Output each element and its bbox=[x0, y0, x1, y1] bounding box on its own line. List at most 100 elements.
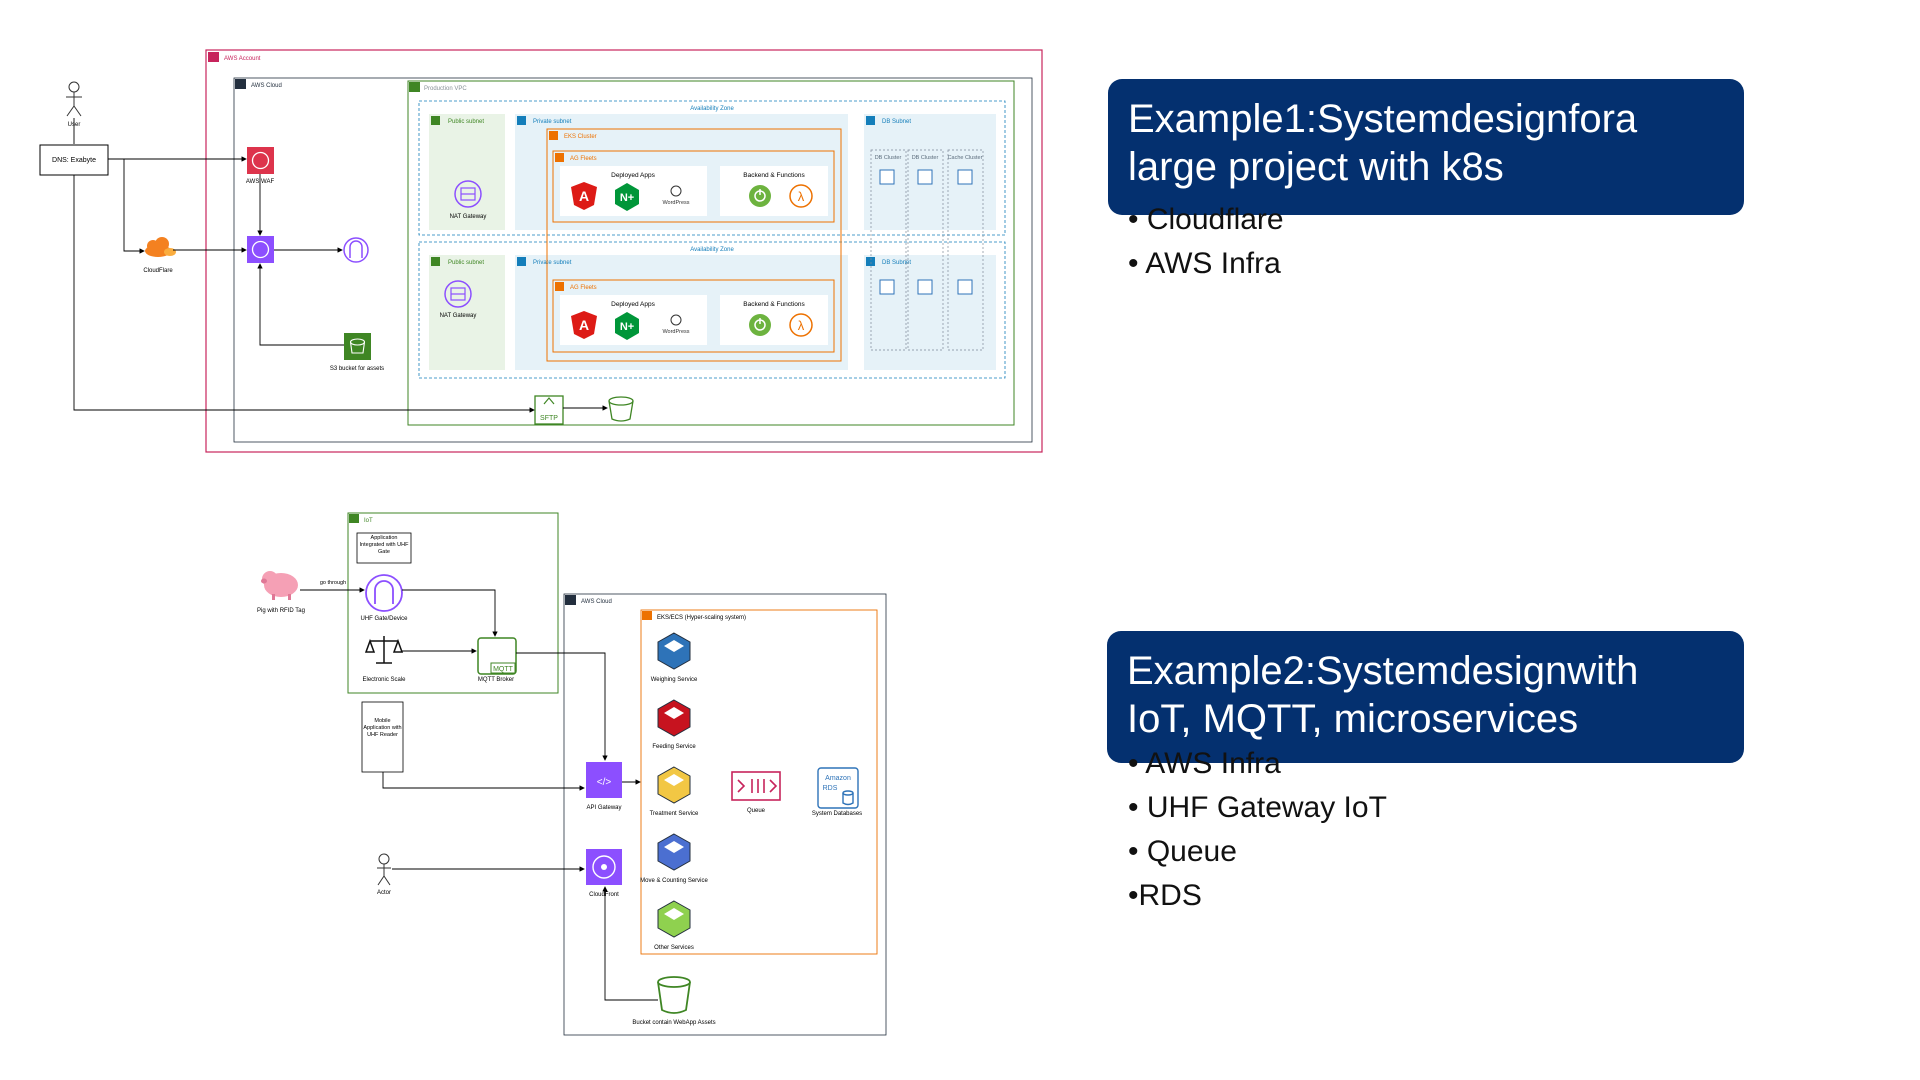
mobile-app-label: Mobile Application with UHF Reader bbox=[363, 718, 402, 738]
nginx-plus-icon-2: N+ bbox=[615, 312, 639, 340]
s3-assets-label: S3 bucket for assets bbox=[330, 366, 384, 372]
svg-text:RDS: RDS bbox=[823, 785, 838, 792]
ag-fleets-2 bbox=[552, 279, 835, 353]
vpc-label: Production VPC bbox=[424, 86, 467, 92]
cloudfront-icon-1 bbox=[247, 236, 274, 263]
s3-bucket-sftp-icon bbox=[608, 396, 634, 422]
example1-bullet-2: AWS Infra bbox=[1128, 242, 1284, 286]
move-counting-service-icon bbox=[657, 833, 691, 871]
app-uhf-gate-label: Application Integrated with UHF Gate bbox=[359, 535, 409, 555]
other-services-label: Other Services bbox=[654, 945, 694, 951]
example1-bullet-1: Cloudflare bbox=[1128, 198, 1284, 242]
svg-text:N+: N+ bbox=[620, 321, 634, 333]
svg-text:λ: λ bbox=[798, 189, 805, 204]
db-subnet-2-label: DB Subnet bbox=[882, 260, 911, 266]
rds-icon: Amazon RDS bbox=[817, 767, 859, 809]
spring-icon-1 bbox=[749, 185, 771, 207]
svg-text:</>: </> bbox=[597, 777, 612, 788]
connectors-diagram-1 bbox=[73, 118, 608, 413]
cache-icon-1 bbox=[957, 169, 973, 185]
public-subnet-1 bbox=[429, 114, 505, 230]
ag-fleets-2-label: AG Fleets bbox=[570, 285, 597, 291]
endpoint-icon bbox=[343, 237, 369, 263]
wordpress-icon-1: WordPress bbox=[662, 185, 690, 206]
eks-cluster-group bbox=[546, 128, 842, 362]
nat-gateway-1-icon bbox=[454, 180, 482, 208]
go-through-label: go through bbox=[320, 580, 346, 586]
weighing-service-icon bbox=[657, 632, 691, 670]
example1-bullets: Cloudflare AWS Infra bbox=[1128, 198, 1284, 286]
aws-cloud-group bbox=[233, 77, 1033, 443]
aws-cloud-2-group bbox=[563, 593, 887, 1036]
actor-label: Actor bbox=[377, 890, 391, 896]
waf-icon bbox=[247, 147, 274, 174]
nginx-plus-icon-1: N+ bbox=[615, 183, 639, 211]
example2-title-line2: IoT, MQTT, microservices bbox=[1127, 697, 1579, 741]
scale-icon bbox=[364, 636, 404, 664]
eks-cluster-label: EKS Cluster bbox=[564, 134, 597, 140]
private-subnet-1-label: Private subnet bbox=[533, 119, 572, 125]
dns-box bbox=[39, 144, 109, 176]
cloudflare-label: CloudFlare bbox=[143, 268, 173, 274]
public-subnet-2 bbox=[429, 255, 505, 370]
az-label-2: Availability Zone bbox=[690, 247, 734, 253]
db-instance-icon-4 bbox=[917, 279, 933, 295]
angular-icon-1: A bbox=[571, 182, 597, 210]
example2-bullet-3: Queue bbox=[1128, 830, 1387, 874]
mqtt-broker-icon: MQTT bbox=[477, 637, 517, 675]
eks-ecs-label: EKS/ECS (Hyper-scaling system) bbox=[657, 615, 746, 621]
cache-icon-2 bbox=[957, 279, 973, 295]
svg-text:WordPress: WordPress bbox=[662, 200, 689, 206]
cloudfront-icon-2 bbox=[586, 849, 622, 885]
mobile-app-box bbox=[361, 701, 404, 773]
pig-icon bbox=[261, 571, 298, 600]
db-cluster-2-column bbox=[907, 149, 944, 351]
other-services-icon bbox=[657, 900, 691, 938]
svg-text:WordPress: WordPress bbox=[662, 329, 689, 335]
availability-zone-2 bbox=[418, 241, 1006, 379]
example1-title-line1: Example1:Systemdesignfora bbox=[1128, 97, 1638, 141]
nat-gateway-1-label: NAT Gateway bbox=[450, 214, 487, 220]
db-instance-icon-1 bbox=[879, 169, 895, 185]
svg-text:Amazon: Amazon bbox=[825, 775, 851, 782]
aws-account-icon bbox=[208, 52, 219, 62]
db-subnet-2 bbox=[864, 255, 996, 370]
ag-fleets-1 bbox=[552, 150, 835, 223]
webapp-bucket-label: Bucket contain WebApp Assets bbox=[632, 1020, 715, 1026]
svg-text:A: A bbox=[579, 188, 589, 204]
vpc-icon bbox=[409, 82, 420, 92]
vpc-group bbox=[407, 80, 1015, 426]
treatment-service-icon bbox=[657, 766, 691, 804]
public-subnet-2-label: Public subnet bbox=[448, 260, 484, 266]
sftp-icon: SFTP bbox=[534, 395, 564, 425]
system-databases-label: System Databases bbox=[812, 811, 862, 817]
wordpress-icon-2: WordPress bbox=[662, 314, 690, 335]
dns-label: DNS: Exabyte bbox=[52, 157, 96, 164]
svg-text:MQTT: MQTT bbox=[493, 666, 514, 673]
eks-ecs-group bbox=[640, 609, 878, 955]
db-cluster-1-label: DB Cluster bbox=[875, 155, 902, 161]
db-subnet-1-label: DB Subnet bbox=[882, 119, 911, 125]
public-subnet-1-label: Public subnet bbox=[448, 119, 484, 125]
aws-account-label: AWS Account bbox=[224, 56, 261, 62]
example2-bullet-2: UHF Gateway IoT bbox=[1128, 786, 1387, 830]
backend-functions-1-label: Backend & Functions bbox=[743, 172, 805, 179]
db-instance-icon-2 bbox=[917, 169, 933, 185]
uhf-gate-label: UHF Gate/Device bbox=[360, 616, 408, 622]
example2-bullet-4: RDS bbox=[1128, 874, 1387, 918]
actor-icon bbox=[377, 853, 391, 886]
uhf-gate-icon bbox=[365, 574, 403, 612]
nat-gateway-2-label: NAT Gateway bbox=[440, 313, 477, 319]
feeding-service-icon bbox=[657, 699, 691, 737]
cache-cluster-label: Cache Cluster bbox=[948, 155, 983, 161]
connectors-diagram-2 bbox=[300, 587, 658, 1001]
aws-cloud-label: AWS Cloud bbox=[251, 83, 282, 89]
user-icon bbox=[66, 81, 82, 117]
feeding-service-label: Feeding Service bbox=[652, 744, 696, 750]
api-gateway-icon: </> bbox=[586, 762, 622, 798]
example2-bullet-1: AWS Infra bbox=[1128, 742, 1387, 786]
s3-bucket-icon bbox=[344, 333, 371, 360]
lambda-icon-2: λ bbox=[789, 313, 813, 337]
